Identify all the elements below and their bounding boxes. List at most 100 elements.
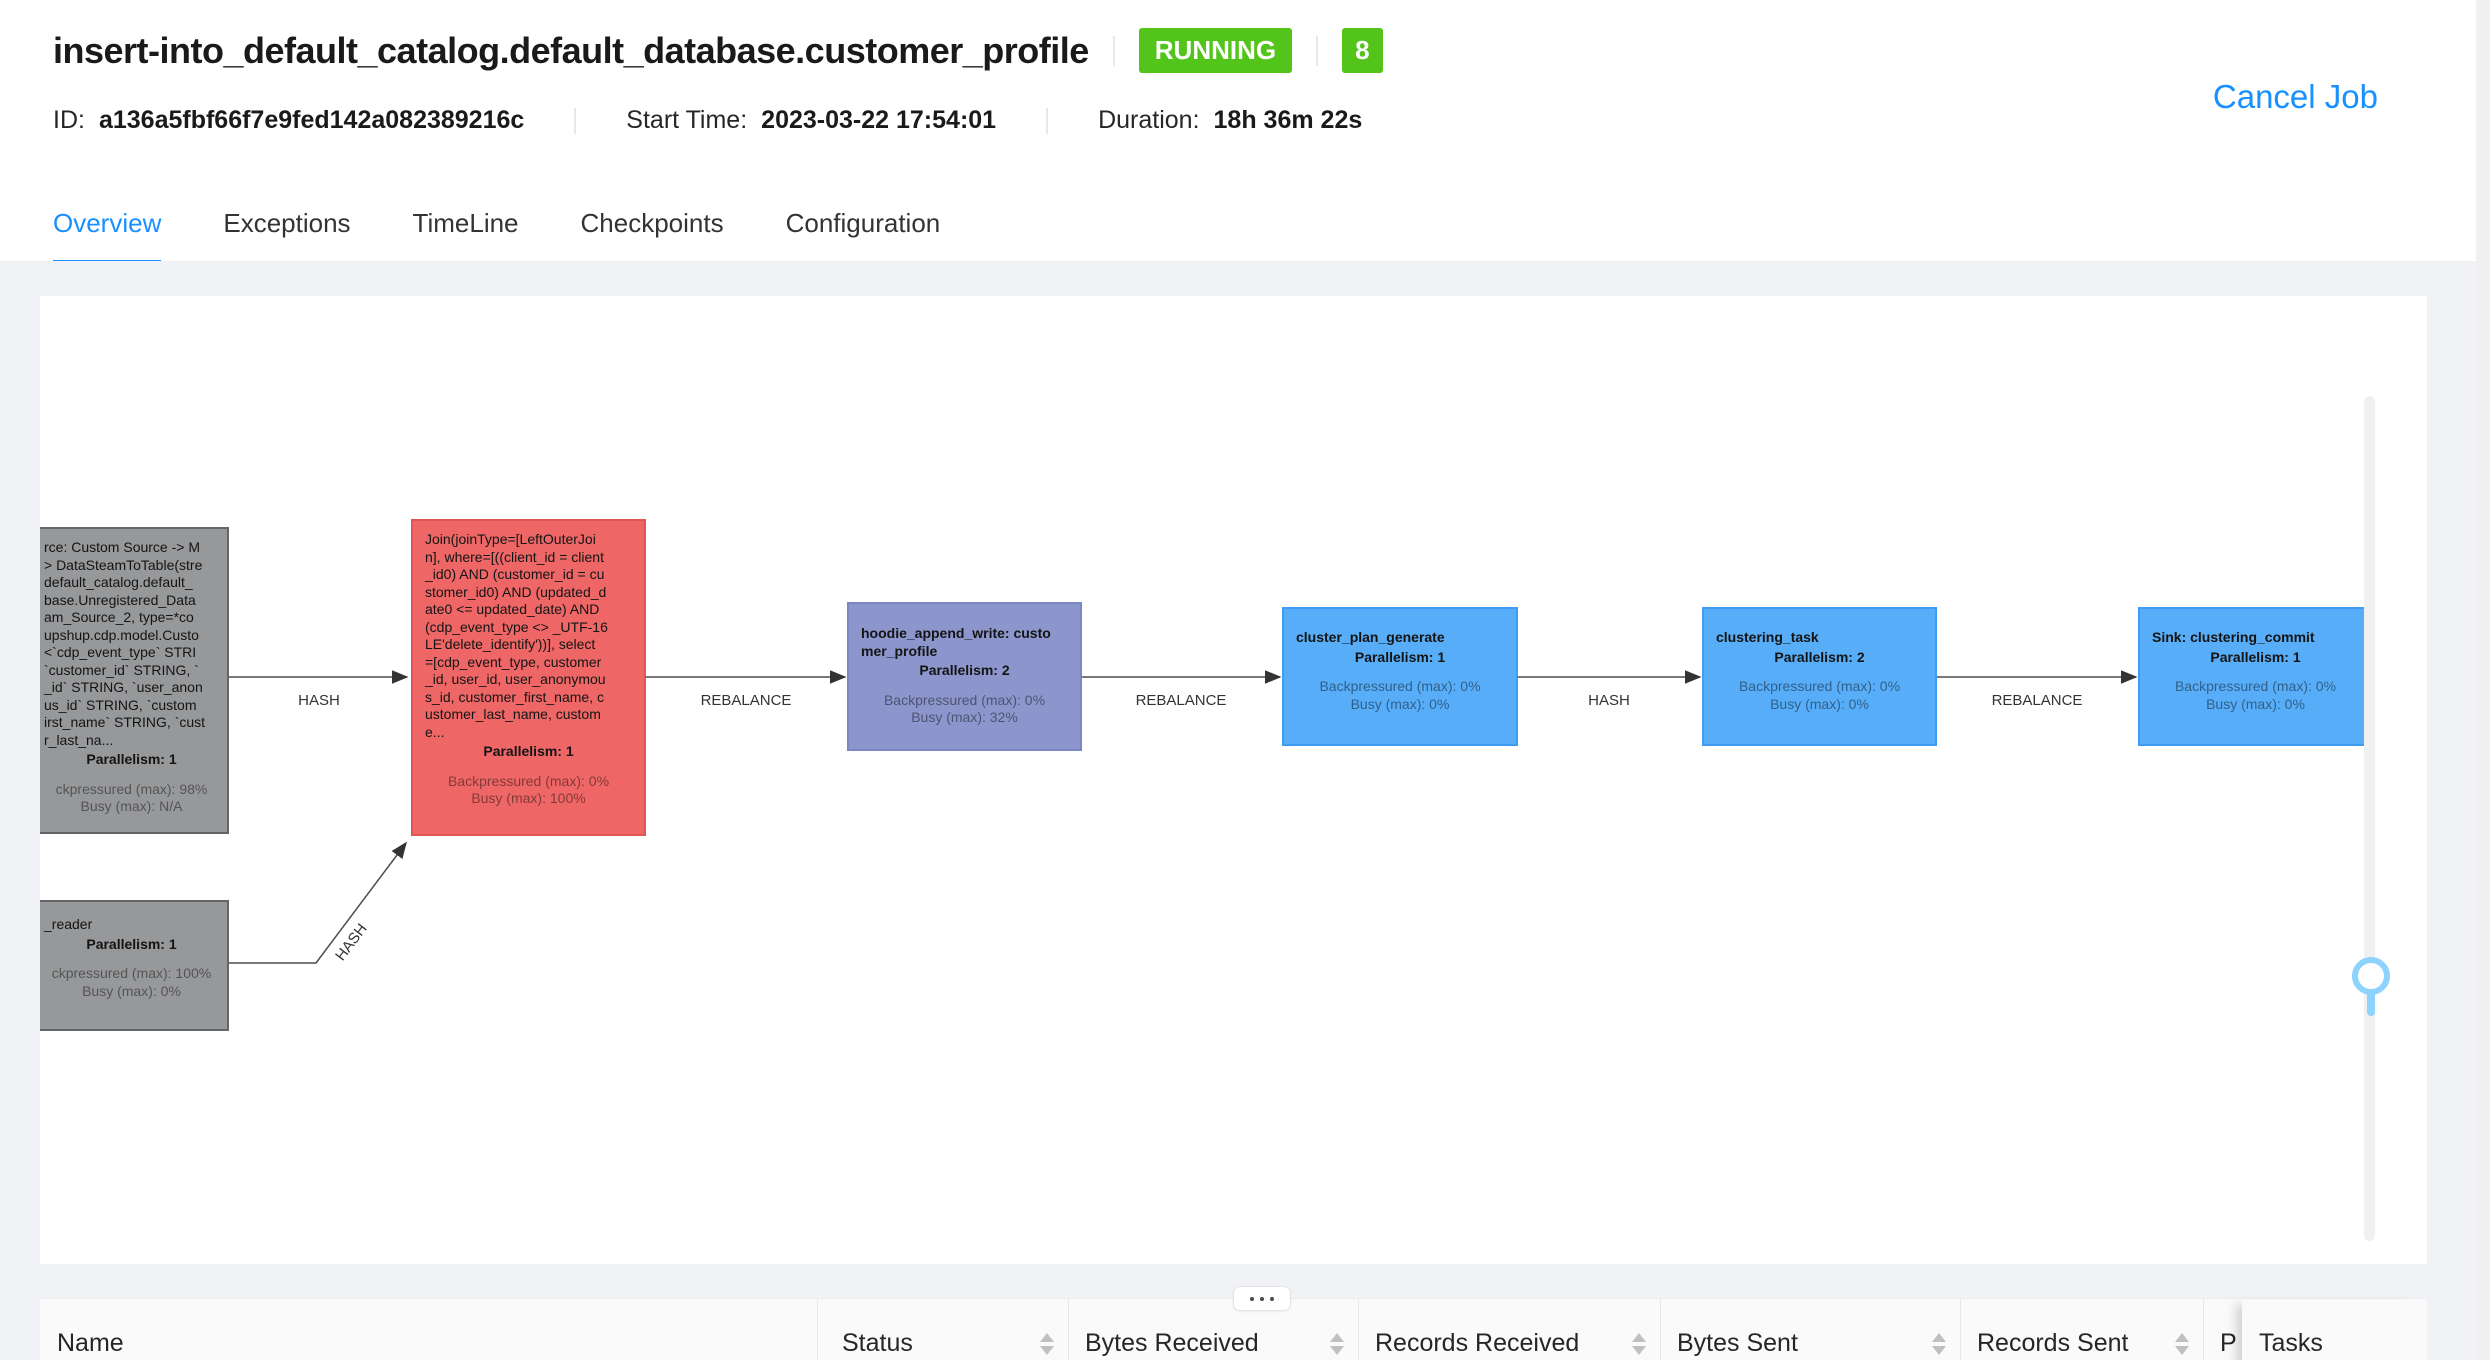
edge-label-rebalance-3: REBALANCE [1992, 692, 2083, 709]
column-divider [1960, 1299, 1961, 1360]
title-separator [1316, 35, 1319, 66]
column-label: Tasks [2259, 1329, 2323, 1357]
graph-node-cluster-plan-generate[interactable]: cluster_plan_generate Parallelism: 1 Bac… [1282, 607, 1518, 746]
start-time-label: Start Time: [626, 106, 748, 134]
job-title: insert-into_default_catalog.default_data… [53, 29, 1089, 71]
node-metrics: ckpressured (max): 98% Busy (max): N/A [55, 780, 208, 815]
job-id-value: a136a5fbf66f7e9fed142a082389216c [98, 106, 525, 134]
caret-up-icon [1040, 1332, 1054, 1342]
sort-icon[interactable] [1932, 1332, 1946, 1355]
column-header-records-received[interactable]: Records Received [1358, 1299, 1660, 1360]
graph-node-reader[interactable]: _reader Parallelism: 1 ckpressured (max)… [40, 900, 229, 1031]
sort-icon[interactable] [1040, 1332, 1054, 1355]
node-metrics: Backpressured (max): 0% Busy (max): 0% [2174, 678, 2337, 712]
info-separator [574, 107, 577, 134]
job-header: insert-into_default_catalog.default_data… [53, 28, 1383, 73]
edge-label-rebalance-2: REBALANCE [1136, 692, 1227, 709]
column-label: Name [57, 1329, 124, 1357]
job-info-row: ID: a136a5fbf66f7e9fed142a082389216c Sta… [53, 106, 1362, 135]
caret-down-icon [1632, 1345, 1646, 1355]
tab-overview[interactable]: Overview [53, 192, 162, 263]
graph-node-clustering-task[interactable]: clustering_task Parallelism: 2 Backpress… [1702, 607, 1937, 746]
ellipsis-icon [1250, 1296, 1254, 1301]
edge-lines [229, 670, 2138, 964]
edge-label-hash-1: HASH [298, 692, 340, 709]
info-separator [1046, 107, 1049, 134]
column-divider [1358, 1299, 1359, 1360]
cancel-job-link[interactable]: Cancel Job [2212, 78, 2378, 115]
graph-node-source[interactable]: rce: Custom Source -> M > DataSteamToTab… [40, 527, 229, 834]
duration-value: 18h 36m 22s [1213, 106, 1363, 134]
node-description: Join(joinType=[LeftOuterJoi n], where=[(… [425, 531, 608, 740]
caret-down-icon [1040, 1345, 1054, 1355]
column-header-bytes-received[interactable]: Bytes Received [1068, 1299, 1358, 1360]
page-scrollbar[interactable] [2476, 0, 2490, 1360]
column-header-records-sent[interactable]: Records Sent [1960, 1299, 2203, 1360]
node-parallelism: Parallelism: 1 [86, 751, 177, 767]
caret-up-icon [1932, 1332, 1946, 1342]
graph-node-join[interactable]: Join(joinType=[LeftOuterJoi n], where=[(… [411, 519, 646, 836]
sort-icon[interactable] [1632, 1332, 1646, 1355]
caret-up-icon [1632, 1332, 1646, 1342]
node-parallelism: Parallelism: 1 [86, 935, 177, 952]
node-parallelism: Parallelism: 1 [483, 743, 574, 759]
column-header-name: Name [40, 1299, 817, 1360]
zoom-slider-stem [2367, 984, 2375, 1016]
column-header-tasks: Tasks [2242, 1299, 2427, 1360]
tabs-bottom-border [0, 261, 2490, 262]
node-metrics: Backpressured (max): 0% Busy (max): 0% [1738, 678, 1901, 712]
graph-node-hoodie-append-write[interactable]: hoodie_append_write: custo mer_profile P… [847, 602, 1082, 751]
start-time-value: 2023-03-22 17:54:01 [761, 106, 997, 134]
caret-up-icon [1330, 1332, 1344, 1342]
column-divider [2203, 1299, 2204, 1360]
column-divider [1660, 1299, 1661, 1360]
node-parallelism: Parallelism: 2 [919, 662, 1010, 678]
column-label: Records Received [1375, 1329, 1580, 1357]
column-header-bytes-sent[interactable]: Bytes Sent [1660, 1299, 1960, 1360]
job-graph-edges: HASH REBALANCE REBALANCE HASH REBALANCE … [229, 670, 2138, 965]
tab-exceptions[interactable]: Exceptions [223, 208, 351, 238]
edge-label-hash-diagonal: HASH [332, 921, 371, 965]
tab-checkpoints[interactable]: Checkpoints [580, 208, 724, 238]
column-divider [817, 1299, 818, 1360]
splitter-handle[interactable] [1233, 1286, 1291, 1311]
job-status-badge: RUNNING [1138, 28, 1293, 73]
node-description: hoodie_append_write: custo mer_profile [861, 625, 1051, 659]
ellipsis-icon [1270, 1296, 1274, 1301]
edge-label-hash-2: HASH [1588, 692, 1630, 709]
title-separator [1112, 35, 1115, 66]
column-label: Bytes Sent [1677, 1329, 1798, 1357]
column-label: Status [842, 1329, 913, 1357]
node-parallelism: Parallelism: 1 [2210, 648, 2301, 665]
column-label: P [2220, 1329, 2237, 1357]
node-description: rce: Custom Source -> M > DataSteamToTab… [44, 539, 206, 748]
tab-configuration[interactable]: Configuration [785, 208, 941, 238]
column-header-parallelism-clipped[interactable]: P [2203, 1299, 2242, 1360]
vertices-table-header: Name Status Bytes Received Records Recei… [40, 1298, 2427, 1360]
node-description: Sink: clustering_commit [2152, 629, 2315, 645]
edge-label-rebalance-1: REBALANCE [701, 692, 792, 709]
node-description: _reader [44, 916, 93, 932]
graph-node-sink-clustering-commit[interactable]: Sink: clustering_commit Parallelism: 1 B… [2138, 607, 2373, 746]
column-label: Bytes Received [1085, 1329, 1259, 1357]
tab-timeline[interactable]: TimeLine [412, 208, 519, 238]
caret-down-icon [1330, 1345, 1344, 1355]
node-description: cluster_plan_generate [1296, 629, 1445, 645]
ellipsis-icon [1260, 1296, 1264, 1301]
job-graph-canvas[interactable]: HASH REBALANCE REBALANCE HASH REBALANCE … [40, 296, 2427, 1264]
magnifier-icon[interactable] [2352, 957, 2390, 995]
sort-icon[interactable] [2175, 1332, 2189, 1355]
node-description: clustering_task [1716, 629, 1819, 645]
task-count-badge: 8 [1342, 28, 1383, 73]
column-divider [1068, 1299, 1069, 1360]
node-metrics: Backpressured (max): 0% Busy (max): 100% [447, 772, 610, 807]
node-metrics: Backpressured (max): 0% Busy (max): 0% [1319, 678, 1481, 712]
zoom-slider-track[interactable] [2364, 396, 2375, 1241]
caret-down-icon [1932, 1345, 1946, 1355]
column-header-status[interactable]: Status [817, 1299, 1068, 1360]
caret-up-icon [2175, 1332, 2189, 1342]
sort-icon[interactable] [1330, 1332, 1344, 1355]
caret-down-icon [2175, 1345, 2189, 1355]
column-label: Records Sent [1977, 1329, 2129, 1357]
